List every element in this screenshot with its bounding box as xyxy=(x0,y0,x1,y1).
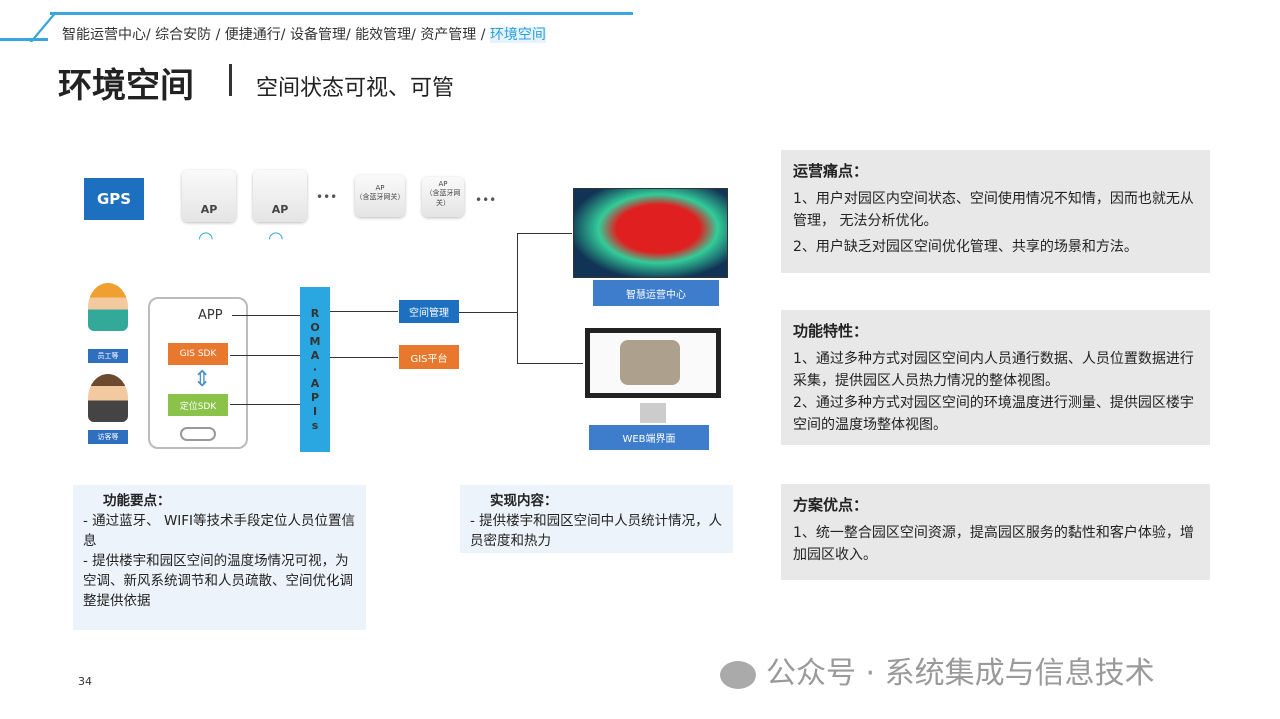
ap-label: AP xyxy=(438,180,448,188)
connector-line xyxy=(517,233,518,363)
person-label: 员工等 xyxy=(88,349,128,363)
wifi-icon: ◠ xyxy=(198,228,214,249)
arrow-line xyxy=(230,355,300,356)
arrow-line xyxy=(330,311,398,312)
web-interface-label: WEB端界面 xyxy=(589,425,709,450)
implementation-note: 实现内容： - 提供楼宇和园区空间中人员统计情况，人员密度和热力 xyxy=(460,485,733,553)
advantages-panel: 方案优点： 1、统一整合园区空间资源，提高园区服务的黏性和客户体验，增加园区收入… xyxy=(781,484,1210,580)
roma-letter: · xyxy=(312,362,318,376)
ap-device: AP xyxy=(182,170,236,222)
wechat-icon xyxy=(720,660,756,689)
roma-letter: P xyxy=(310,390,320,404)
note-item: - 提供楼宇和园区空间中人员统计情况，人员密度和热力 xyxy=(470,513,723,549)
note-item: - 提供楼宇和园区空间的温度场情况可视，为空调、新风系统调节和人员疏散、空间优化… xyxy=(83,553,353,609)
worker-icon xyxy=(88,283,128,331)
ap-sublabel: （含蓝牙网关） xyxy=(425,189,461,207)
monitor-stand xyxy=(640,403,666,423)
page-number: 34 xyxy=(78,675,92,688)
app-label: APP xyxy=(198,308,223,323)
breadcrumb-current: 环境空间 xyxy=(489,27,546,43)
monitor-image xyxy=(585,328,721,398)
breadcrumb: 智能运营中心/ 综合安防 / 便捷通行/ 设备管理/ 能效管理/ 资产管理 / … xyxy=(62,24,546,44)
panel-item: 2、通过多种方式对园区空间的环境温度进行测量、提供园区楼宇空间的温度场整体视图。 xyxy=(793,395,1194,433)
breadcrumb-item[interactable]: 能效管理/ xyxy=(355,27,421,43)
roma-letter: I xyxy=(312,404,318,418)
arrow-line xyxy=(517,233,572,234)
heatmap-screen-image xyxy=(573,188,728,278)
ap-bluetooth-device: AP（含蓝牙网关） xyxy=(422,177,464,217)
wifi-icon: ◠ xyxy=(268,228,284,249)
gis-sdk-box: GIS SDK xyxy=(168,343,228,365)
ap-bluetooth-device: AP（含蓝牙网关） xyxy=(355,175,405,217)
note-item: - 通过蓝牙、 WIFI等技术手段定位人员位置信息 xyxy=(83,513,356,549)
arrow-line xyxy=(230,404,300,405)
page-subtitle: 空间状态可视、可管 xyxy=(256,76,455,101)
panel-item: 2、用户缺乏对园区空间优化管理、共享的场景和方法。 xyxy=(793,239,1138,255)
note-title: 功能要点： xyxy=(103,493,171,509)
page-title: 环境空间 xyxy=(58,66,194,106)
double-arrow-icon: ⇕ xyxy=(193,367,212,392)
ops-center-label: 智慧运营中心 xyxy=(593,280,719,306)
home-button-icon xyxy=(180,427,216,441)
panel-title: 运营痛点： xyxy=(793,162,869,180)
arrow-line xyxy=(517,363,583,364)
roma-letter: A xyxy=(310,348,320,362)
breadcrumb-item[interactable]: 智能运营中心/ xyxy=(62,27,156,43)
breadcrumb-item[interactable]: 便捷通行/ xyxy=(224,27,290,43)
panel-item: 1、用户对园区内空间状态、空间使用情况不知情，因而也就无从管理， 无法分析优化。 xyxy=(793,191,1194,229)
breadcrumb-item[interactable]: 综合安防 / xyxy=(155,27,225,43)
visitor-icon xyxy=(88,374,128,422)
ellipsis: ••• xyxy=(316,190,338,204)
phone-frame xyxy=(148,297,248,449)
ap-label: AP xyxy=(375,184,385,192)
features-panel: 功能特性： 1、通过多种方式对园区空间内人员通行数据、人员位置数据进行采集，提供… xyxy=(781,310,1210,445)
space-management-box: 空间管理 xyxy=(399,300,459,323)
panel-item: 1、统一整合园区空间资源，提高园区服务的黏性和客户体验，增加园区收入。 xyxy=(793,525,1194,563)
location-sdk-box: 定位SDK xyxy=(168,394,228,416)
roma-letter: s xyxy=(311,418,319,432)
floor-map-image xyxy=(620,340,680,385)
ellipsis: ••• xyxy=(475,193,497,207)
panel-item: 1、通过多种方式对园区空间内人员通行数据、人员位置数据进行采集，提供园区人员热力… xyxy=(793,351,1194,389)
arrow-line xyxy=(232,315,300,316)
watermark-text: 公众号 · 系统集成与信息技术 xyxy=(766,656,1155,691)
panel-title: 方案优点： xyxy=(793,496,869,514)
title-divider xyxy=(229,64,232,96)
person-label: 访客等 xyxy=(88,430,128,444)
ap-sublabel: （含蓝牙网关） xyxy=(355,193,405,201)
gis-platform-box: GIS平台 xyxy=(399,345,459,369)
connector-line xyxy=(459,312,517,313)
header-line xyxy=(50,12,633,15)
roma-letter: A xyxy=(310,376,320,390)
pain-points-panel: 运营痛点： 1、用户对园区内空间状态、空间使用情况不知情，因而也就无从管理， 无… xyxy=(781,150,1210,273)
roma-letter: O xyxy=(310,320,320,334)
roma-letter: R xyxy=(310,306,320,320)
gps-box: GPS xyxy=(84,178,144,220)
ap-device: AP xyxy=(253,170,307,222)
panel-title: 功能特性： xyxy=(793,322,869,340)
roma-letter: M xyxy=(309,334,321,348)
header-line-left xyxy=(0,38,48,41)
breadcrumb-item[interactable]: 设备管理/ xyxy=(289,27,356,43)
note-title: 实现内容： xyxy=(490,493,558,509)
feature-points-note: 功能要点： - 通过蓝牙、 WIFI等技术手段定位人员位置信息 - 提供楼宇和园… xyxy=(73,485,366,630)
watermark: 公众号 · 系统集成与信息技术 xyxy=(720,648,1155,692)
breadcrumb-item[interactable]: 资产管理 / xyxy=(420,27,490,43)
arrow-line xyxy=(330,357,398,358)
